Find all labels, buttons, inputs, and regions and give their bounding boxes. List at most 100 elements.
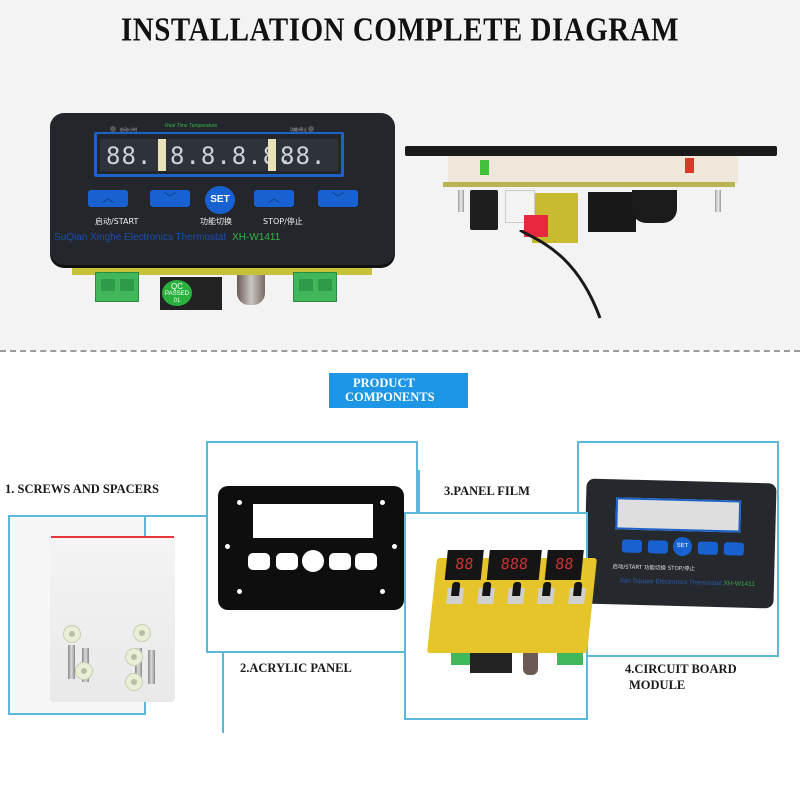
side-buzzer (632, 190, 677, 223)
function-label: 功能切换 (200, 217, 232, 226)
stop-label: STOP/停止 (263, 217, 303, 226)
board-terminal-right (557, 653, 583, 665)
acrylic-key-cutout (248, 553, 270, 570)
set-button[interactable]: SET (205, 186, 235, 214)
board-digits-left: 88 (444, 550, 484, 580)
start-label: 启动/START (95, 217, 139, 226)
acrylic-key-cutout (355, 553, 377, 570)
product-components-badge: PRODUCT COMPONENTS (329, 373, 468, 408)
label-circuit-board-line2: MODULE (629, 678, 686, 692)
label-panel-film: 3.PANEL FILM (444, 484, 530, 498)
side-panel-top (405, 146, 777, 156)
spacer (63, 625, 81, 643)
circuit-board: 88 888 88 (427, 550, 597, 653)
display-right-digits: 88. (280, 142, 327, 170)
film-up-button (621, 539, 643, 554)
acrylic-key-cutout (276, 553, 298, 570)
acrylic-hole (225, 544, 230, 549)
terminal-block-left (95, 272, 139, 302)
bag-seal (51, 536, 174, 538)
qc-sticker: QC PASSED 01 (162, 280, 192, 306)
side-pcb (443, 182, 735, 187)
label-screws-spacers: 1. SCREWS AND SPACERS (5, 482, 159, 496)
frame-line (418, 470, 420, 514)
left-indicator-label: 启动/小时 (120, 127, 138, 132)
film-down-button (723, 542, 745, 556)
badge-line2: COMPONENTS (345, 390, 435, 404)
screw (68, 645, 75, 679)
panel-film: SET 启动/START 功能切换 STOP/停止 Jian Square El… (583, 478, 777, 609)
qc-line1: QC (171, 282, 183, 291)
side-capacitor (470, 190, 498, 230)
frame-screws-top (8, 515, 206, 517)
board-digits-center: 888 (486, 550, 542, 580)
side-screw-left (458, 190, 464, 212)
display-separator (268, 139, 276, 171)
acrylic-set-cutout (302, 550, 324, 572)
acrylic-hole (380, 500, 385, 505)
display-left-digits: 88. (106, 142, 153, 170)
acrylic-hole (237, 589, 242, 594)
sensor-cable (519, 230, 602, 319)
acrylic-hole (237, 500, 242, 505)
screw (135, 648, 142, 682)
up-button-2[interactable]: ︿ (254, 190, 294, 207)
led-display: 88. 8.8.8.8. 88. (100, 139, 338, 171)
model-number: XH-W1411 (232, 232, 281, 243)
tact-switch (507, 588, 525, 604)
brand-name: SuQian Xinghe Electronics Thermostat (54, 232, 227, 243)
display-frame (94, 132, 344, 177)
film-brand-name: Jian Square Electronics Thermostat (618, 577, 722, 588)
film-up-button (697, 541, 719, 555)
terminal-block-right (293, 272, 337, 302)
frame-acrylic-extension (222, 651, 224, 733)
indicator-led-right (308, 126, 314, 132)
spacer (133, 624, 151, 642)
red-led (685, 158, 694, 173)
qc-line3: 01 (173, 298, 181, 304)
spacer (75, 662, 93, 680)
down-button-2[interactable]: ﹀ (318, 190, 358, 207)
display-separator (158, 139, 166, 171)
side-red-relay (524, 215, 548, 237)
tact-switch (537, 588, 555, 604)
spacer (125, 673, 143, 691)
thermostat-front-panel: Real Time Temperature 启动/小时 功能/停止 88. 8.… (50, 113, 395, 265)
acrylic-display-cutout (253, 504, 373, 538)
acrylic-panel (218, 486, 404, 610)
indicator-led-left (110, 126, 116, 132)
badge-line1: PRODUCT (353, 376, 415, 390)
board-capacitor (523, 653, 538, 675)
page-title: INSTALLATION COMPLETE DIAGRAM (120, 11, 680, 49)
green-led (480, 160, 489, 175)
acrylic-key-cutout (329, 553, 351, 570)
side-relay (588, 192, 636, 232)
board-relay (470, 653, 512, 673)
acrylic-hole (392, 544, 397, 549)
film-set-button: SET (672, 536, 693, 557)
right-indicator-label: 功能/停止 (290, 127, 308, 132)
tact-switch (477, 588, 495, 604)
spacer (125, 648, 143, 666)
film-brand: Jian Square Electronics Thermostat XH-W1… (619, 577, 755, 588)
film-display-window (615, 497, 742, 533)
brand-line: SuQian Xinghe Electronics Thermostat XH-W… (54, 232, 394, 243)
realtime-label: Real Time Temperature (165, 123, 218, 129)
up-button-1[interactable]: ︿ (88, 190, 128, 207)
side-spacer-body (448, 156, 738, 183)
film-model: XH-W1411 (723, 580, 756, 588)
capacitor (237, 275, 265, 305)
screw (148, 650, 155, 684)
label-circuit-board-module: 4.CIRCUIT BOARD MODULE (625, 661, 737, 693)
label-circuit-board-line1: 4.CIRCUIT BOARD (625, 662, 737, 676)
down-button-1[interactable]: ﹀ (150, 190, 190, 207)
board-digits-right: 88 (544, 550, 584, 580)
qc-line2: PASSED (165, 291, 189, 297)
tact-switch (568, 588, 586, 604)
tact-switch (446, 588, 464, 604)
side-screw-right (715, 190, 721, 212)
button-row: ︿ ﹀ SET ︿ ﹀ (88, 186, 358, 214)
label-acrylic-panel: 2.ACRYLIC PANEL (240, 661, 352, 675)
pcb-edge (72, 265, 372, 275)
acrylic-hole (380, 589, 385, 594)
